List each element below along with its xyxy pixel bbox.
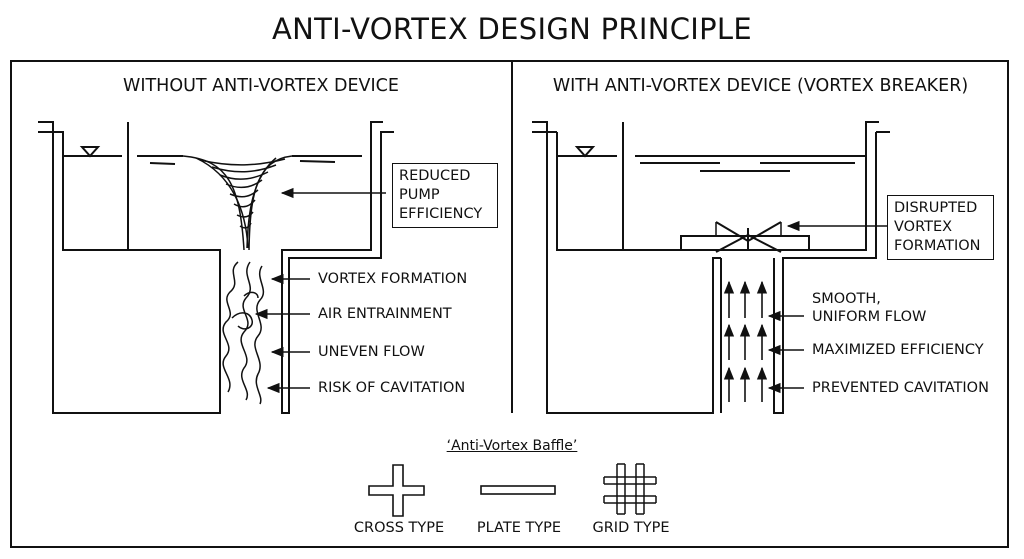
vortex-funnel — [182, 155, 293, 251]
legend-title: ‘Anti-Vortex Baffle’ — [0, 438, 1024, 454]
label-risk-of-cavitation: RISK OF CAVITATION — [318, 380, 466, 396]
legend-grid-shape — [603, 463, 657, 515]
page-title: ANTI-VORTEX DESIGN PRINCIPLE — [272, 12, 752, 46]
right-arrows — [767, 220, 888, 394]
label-uniform-flow: UNIFORM FLOW — [812, 309, 927, 325]
right-callout-line-2: VORTEX — [894, 219, 953, 235]
label-prevented-cavitation: PREVENTED CAVITATION — [812, 380, 989, 396]
turbulent-flow-lines — [222, 261, 265, 405]
label-maximized-efficiency: MAXIMIZED EFFICIENCY — [812, 342, 984, 358]
left-callout-line-1: REDUCED — [399, 168, 471, 184]
left-tank — [38, 121, 394, 414]
legend-grid-label: GRID TYPE — [592, 520, 670, 536]
right-callout-box: DISRUPTED VORTEX FORMATION — [887, 195, 994, 260]
label-uneven-flow: UNEVEN FLOW — [318, 344, 425, 360]
right-water-surface — [557, 146, 866, 172]
right-panel-title: WITH ANTI-VORTEX DEVICE (VORTEX BREAKER) — [552, 76, 969, 96]
uniform-flow-arrows — [723, 280, 768, 402]
left-callout-line-3: EFFICIENCY — [399, 206, 483, 222]
diagram-frame — [10, 60, 1009, 548]
label-vortex-formation: VORTEX FORMATION — [318, 271, 468, 287]
left-callout-box: REDUCED PUMP EFFICIENCY — [392, 163, 498, 228]
left-water-surface — [63, 146, 362, 165]
left-callout-line-2: PUMP — [399, 187, 440, 203]
legend-cross-shape — [368, 464, 425, 517]
legend-plate-label: PLATE TYPE — [476, 520, 562, 536]
right-callout-line-1: DISRUPTED — [894, 200, 978, 216]
legend-cross-label: CROSS TYPE — [353, 520, 445, 536]
label-air-entrainment: AIR ENTRAINMENT — [318, 306, 452, 322]
left-panel-title: WITHOUT ANTI-VORTEX DEVICE — [123, 76, 399, 96]
vortex-breaker — [680, 221, 810, 253]
legend-title-text: ‘Anti-Vortex Baffle’ — [446, 438, 578, 454]
left-arrows — [254, 187, 386, 394]
right-tank — [532, 121, 890, 414]
right-callout-line-3: FORMATION — [894, 238, 981, 254]
legend-plate-shape — [480, 485, 556, 495]
label-smooth: SMOOTH, — [812, 291, 881, 307]
panel-divider — [511, 61, 513, 413]
